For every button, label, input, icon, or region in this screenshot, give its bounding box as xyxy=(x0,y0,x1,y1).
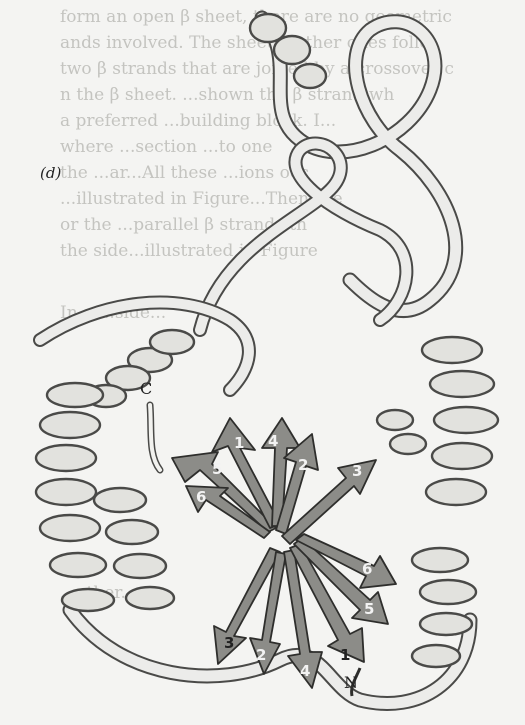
strand-number-upper: 6 xyxy=(196,488,206,506)
strand-number-upper: 1 xyxy=(234,434,244,452)
strand-number-lower: 3 xyxy=(224,634,234,652)
strand-number-upper: 3 xyxy=(352,462,362,480)
strand-number-lower: 2 xyxy=(256,646,266,664)
alpha-helix xyxy=(422,337,498,505)
strand-number-lower: 5 xyxy=(364,600,374,618)
c-terminus-label: C xyxy=(140,379,152,398)
bleed-line: the ...ar...All these ...ions occ xyxy=(60,163,309,183)
strand-number-lower: 4 xyxy=(300,662,310,680)
strand-number-upper: 5 xyxy=(212,460,222,478)
strand-number-upper: 4 xyxy=(268,432,278,450)
strand-number-upper: 2 xyxy=(298,456,308,474)
strand-number-lower: 6 xyxy=(362,560,372,578)
bleed-line: the side...illustrated in Figure xyxy=(60,241,318,261)
bleed-line: two β strands that are joined by a cross… xyxy=(60,59,454,79)
beta-sheet xyxy=(172,418,396,688)
bleed-line: n the β sheet. ...shown the β strand wh xyxy=(60,85,394,105)
alpha-helix xyxy=(377,410,426,454)
bleed-line: where ...section ...to one xyxy=(60,137,272,157)
strand-number-lower: 1 xyxy=(340,646,350,664)
panel-label: (d) xyxy=(40,164,61,182)
n-terminus-label: N xyxy=(344,673,358,692)
